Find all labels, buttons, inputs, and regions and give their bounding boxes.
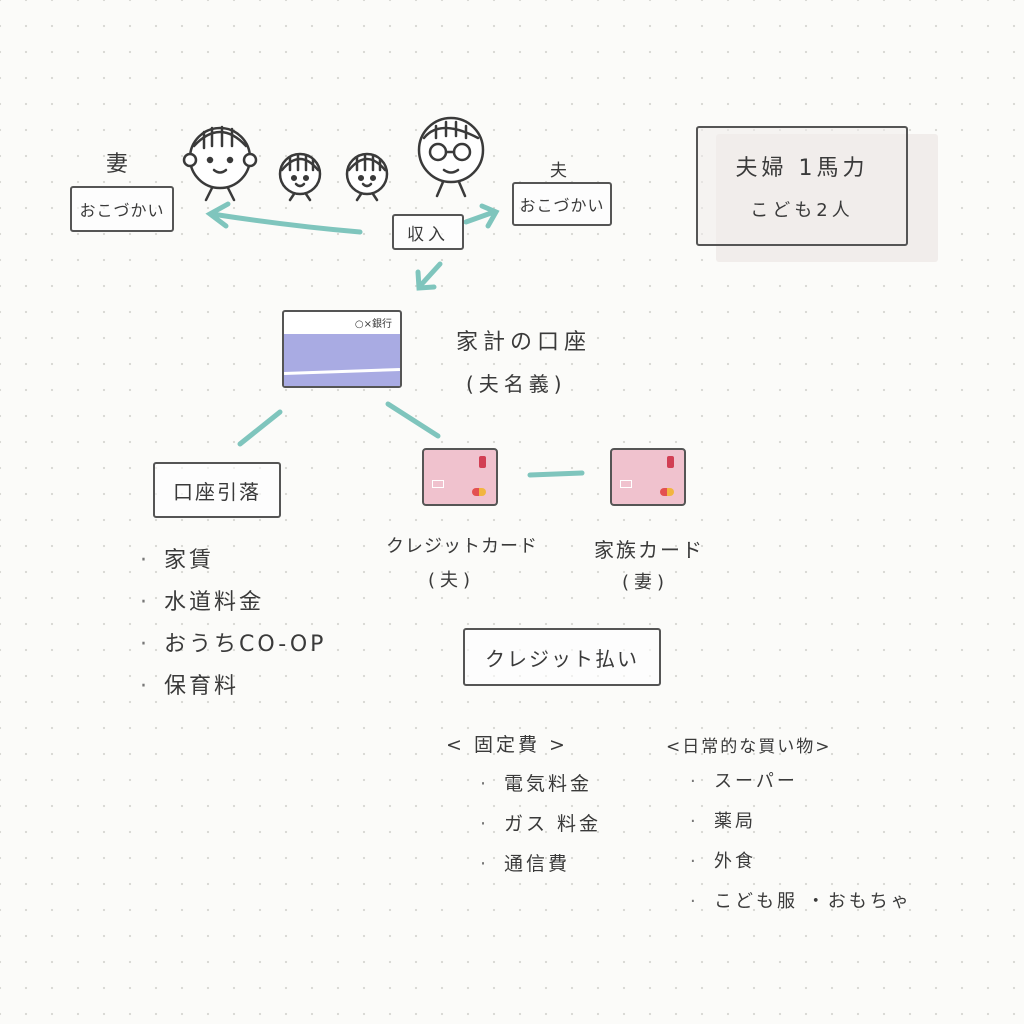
bullet: · — [140, 590, 150, 615]
list-item: ·こども服 ・おもちゃ — [690, 882, 912, 922]
income-box: 収入 — [392, 214, 464, 250]
income-label: 収入 — [407, 224, 449, 245]
bullet: · — [480, 813, 490, 835]
auto-debit-box: 口座引落 — [153, 462, 281, 518]
bank-stripe — [284, 334, 400, 386]
wife-allowance-label: おこづかい — [79, 201, 165, 220]
family-info-box: 夫婦 1馬力 こども2人 — [696, 126, 908, 246]
credit-card-image — [422, 448, 498, 506]
list-item: ·薬局 — [690, 802, 912, 842]
bullet: · — [690, 771, 699, 792]
list-item: ·スーパー — [690, 762, 912, 802]
arrowhead-account — [415, 269, 437, 291]
bullet: · — [690, 811, 699, 832]
list-item: ·外食 — [690, 842, 912, 882]
wife-label: 妻 — [106, 152, 131, 177]
mastercard-icon — [472, 488, 486, 496]
credit-payment-label: クレジット払い — [485, 646, 639, 671]
arrow-to-wife — [209, 211, 363, 235]
husband-allowance-label: おこづかい — [519, 196, 605, 215]
bullet: · — [690, 851, 699, 872]
bullet: · — [480, 773, 490, 795]
bullet: · — [690, 891, 699, 912]
family-info-line1: 夫婦 1馬力 — [735, 156, 869, 181]
auto-debit-list: ·家賃 ·水道料金 ·おうちCO-OP ·保育料 — [140, 540, 326, 708]
arrow-to-account — [417, 261, 443, 289]
arrowhead-husband — [479, 203, 500, 229]
daily-shopping-title: <日常的な買い物> — [666, 737, 832, 757]
mastercard-icon — [660, 488, 674, 496]
list-item: ·電気料金 — [480, 764, 601, 804]
child-figure-2 — [345, 152, 389, 202]
card-logo-icon — [479, 456, 486, 468]
card-chip-icon — [432, 480, 444, 488]
line-to-debit — [237, 409, 283, 447]
account-title: 家計の口座 — [456, 330, 592, 355]
fixed-costs-list: ·電気料金 ·ガス 料金 ·通信費 — [480, 764, 601, 884]
arrowhead-wife — [205, 201, 231, 229]
family-info-line2: こども2人 — [750, 200, 854, 221]
husband-figure — [417, 116, 485, 198]
auto-debit-label: 口座引落 — [173, 479, 261, 504]
daily-shopping-list: ·スーパー ·薬局 ·外食 ·こども服 ・おもちゃ — [690, 762, 912, 922]
line-card-to-family — [527, 470, 585, 478]
card-logo-icon — [667, 456, 674, 468]
bullet: · — [480, 853, 490, 875]
family-card-owner: (妻) — [622, 572, 670, 593]
list-item: ·通信費 — [480, 844, 601, 884]
wife-allowance-box: おこづかい — [70, 186, 174, 232]
credit-card-label: クレジットカード — [386, 536, 538, 557]
list-item: ·ガス 料金 — [480, 804, 601, 844]
list-item: ·家賃 — [140, 540, 326, 582]
husband-label: 夫 — [550, 161, 569, 181]
bank-passbook: ○×銀行 — [282, 310, 402, 388]
list-item: ·おうちCO-OP — [140, 624, 326, 666]
card-chip-icon — [620, 480, 632, 488]
line-to-credit — [385, 401, 441, 439]
bullet: · — [140, 632, 150, 657]
bullet: · — [140, 674, 150, 699]
list-item: ·水道料金 — [140, 582, 326, 624]
family-card-label: 家族カード — [594, 538, 704, 562]
arrow-to-husband — [463, 209, 497, 225]
list-item: ·保育料 — [140, 666, 326, 708]
credit-card-owner: (夫) — [428, 570, 476, 591]
bank-name: ○×銀行 — [354, 319, 392, 330]
family-card-image — [610, 448, 686, 506]
fixed-costs-title: < 固定費 > — [446, 734, 568, 756]
husband-allowance-box: おこづかい — [512, 182, 612, 226]
credit-payment-box: クレジット払い — [463, 628, 661, 686]
child-figure-1 — [278, 152, 322, 202]
wife-figure — [182, 125, 258, 202]
bullet: · — [140, 548, 150, 573]
account-owner: (夫名義) — [466, 372, 567, 396]
